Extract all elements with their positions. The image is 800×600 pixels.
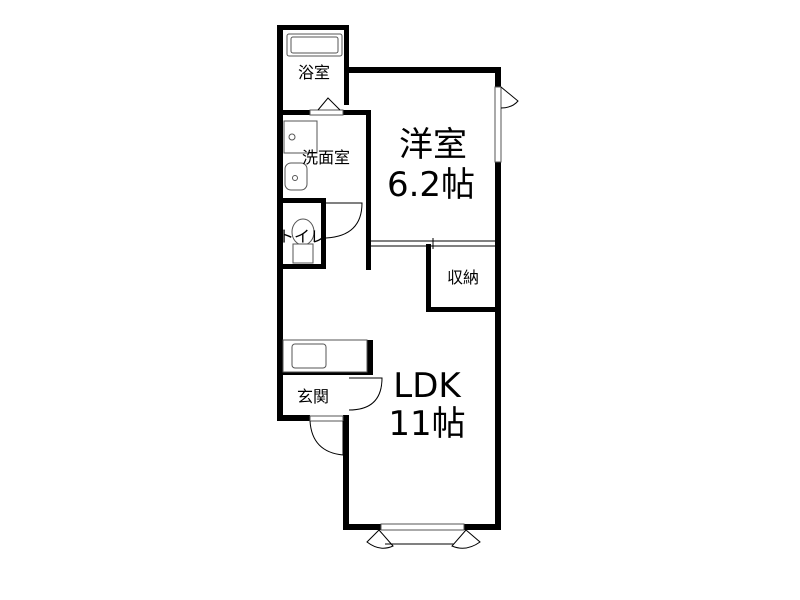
- room-label-ldk: LDK: [393, 366, 462, 406]
- doors-windows: [309, 86, 519, 549]
- room-label-entrance: 玄関: [297, 387, 329, 406]
- fixtures: [282, 33, 368, 373]
- room-label-toilet: トイレ: [278, 227, 326, 246]
- room-label-bathroom: 浴室: [298, 63, 330, 82]
- kitchen-sink-icon: [291, 343, 327, 369]
- room-size-ldk: 11帖: [388, 404, 465, 444]
- room-label-storage: 収納: [447, 268, 479, 287]
- room-label-washroom: 洗面室: [302, 148, 350, 167]
- room-size-western: 6.2帖: [387, 165, 475, 205]
- room-label-western: 洋室: [399, 125, 467, 165]
